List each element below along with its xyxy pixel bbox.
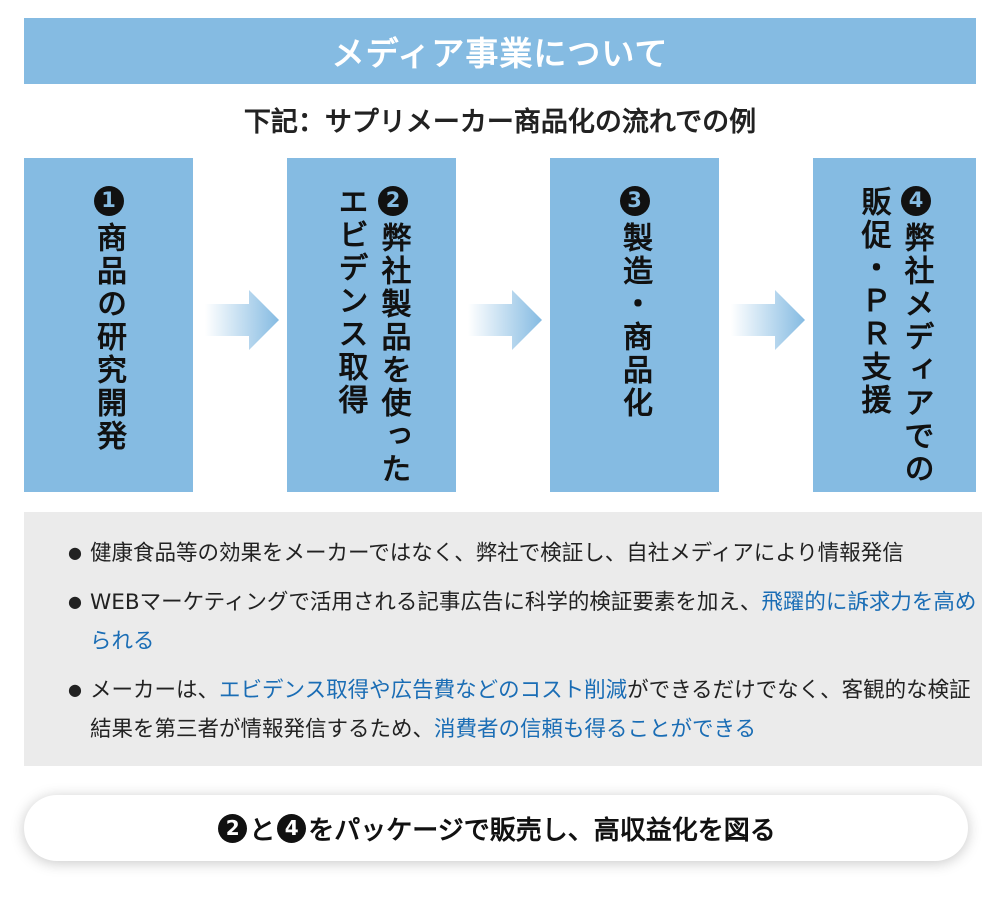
page-title: メディア事業について xyxy=(331,34,669,73)
footer-text: をパッケージで販売し、高収益化を図る xyxy=(308,815,776,846)
info-bullet-1: ● 健康食品等の効果をメーカーではなく、弊社で検証し、自社メディアにより情報発信 xyxy=(68,534,982,573)
step-4-text-col-2: 販促・ＰＲ支援 xyxy=(855,186,891,417)
arrow-right-icon xyxy=(205,290,279,350)
footer-number-a: 2 xyxy=(218,813,248,843)
bullet-highlight: 消費者の信頼も得ることができる xyxy=(434,717,757,742)
step-3-box: 3 製造・商品化 xyxy=(550,158,719,492)
footer-connector: と xyxy=(249,815,276,846)
step-2-text-col-1: 2 弊社製品を使った xyxy=(375,186,411,486)
summary-pill: 2 と 4 をパッケージで販売し、高収益化を図る xyxy=(24,795,968,861)
bullet-text: 健康食品等の効果をメーカーではなく、弊社で検証し、自社メディアにより情報発信 xyxy=(90,534,904,573)
bullet-dot-icon: ● xyxy=(68,543,82,562)
step-4-box: 4 弊社メディアでの 販促・ＰＲ支援 xyxy=(813,158,976,492)
step-2-label-line-1: 弊社製品を使った xyxy=(375,222,411,486)
bullet-segment: WEBマーケティングで活用される記事広告に科学的検証要素を加え、 xyxy=(90,590,762,615)
bullet-segment: メーカーは、 xyxy=(90,678,220,703)
step-2-number: 2 xyxy=(378,186,408,216)
footer-number-b: 4 xyxy=(277,813,307,843)
bullet-text: WEBマーケティングで活用される記事広告に科学的検証要素を加え、飛躍的に訴求力を… xyxy=(90,583,982,661)
bullet-highlight: エビデンス取得や広告費などのコスト削減 xyxy=(219,678,628,703)
step-3-text-col-1: 3 製造・商品化 xyxy=(617,186,652,420)
page-title-banner: メディア事業について xyxy=(24,18,976,84)
flow-subtitle: 下記：サプリメーカー商品化の流れでの例 xyxy=(243,107,757,138)
step-4-label-line-2: 販促・ＰＲ支援 xyxy=(855,186,891,417)
arrow-right-icon xyxy=(731,290,805,350)
step-4-number: 4 xyxy=(901,186,931,216)
bullet-dot-icon: ● xyxy=(68,680,82,699)
step-1-number: 1 xyxy=(93,186,124,216)
step-1-label-line-1: 商品の研究開発 xyxy=(91,222,126,453)
bullet-highlight: 飛躍的に訴求力を高められる xyxy=(90,590,977,654)
step-2-text-col-2: エビデンス取得 xyxy=(332,186,368,417)
info-bullet-2: ● WEBマーケティングで活用される記事広告に科学的検証要素を加え、飛躍的に訴求… xyxy=(68,583,982,661)
step-1-box: 1 商品の研究開発 xyxy=(24,158,193,492)
info-bullet-3: ● メーカーは、エビデンス取得や広告費などのコスト削減ができるだけでなく、客観的… xyxy=(68,671,982,749)
step-4-text-col-1: 4 弊社メディアでの xyxy=(898,186,934,486)
step-4-label-line-1: 弊社メディアでの xyxy=(898,222,934,486)
info-panel: ● 健康食品等の効果をメーカーではなく、弊社で検証し、自社メディアにより情報発信… xyxy=(24,512,982,766)
arrow-right-icon xyxy=(468,290,542,350)
bullet-segment: 健康食品等の効果をメーカーではなく、弊社で検証し、自社メディアにより情報発信 xyxy=(90,541,904,566)
step-1-text-col-1: 1 商品の研究開発 xyxy=(91,186,126,453)
step-2-label-line-2: エビデンス取得 xyxy=(332,186,368,417)
bullet-text: メーカーは、エビデンス取得や広告費などのコスト削減ができるだけでなく、客観的な検… xyxy=(90,671,982,749)
step-3-number: 3 xyxy=(619,186,650,216)
bullet-dot-icon: ● xyxy=(68,592,82,611)
bullet-segment: ができるだけでなく、客観的な検証結果を第三者が情報発信するため、 xyxy=(90,678,971,742)
step-3-label-line-1: 製造・商品化 xyxy=(617,222,652,420)
step-2-box: 2 弊社製品を使った エビデンス取得 xyxy=(287,158,456,492)
